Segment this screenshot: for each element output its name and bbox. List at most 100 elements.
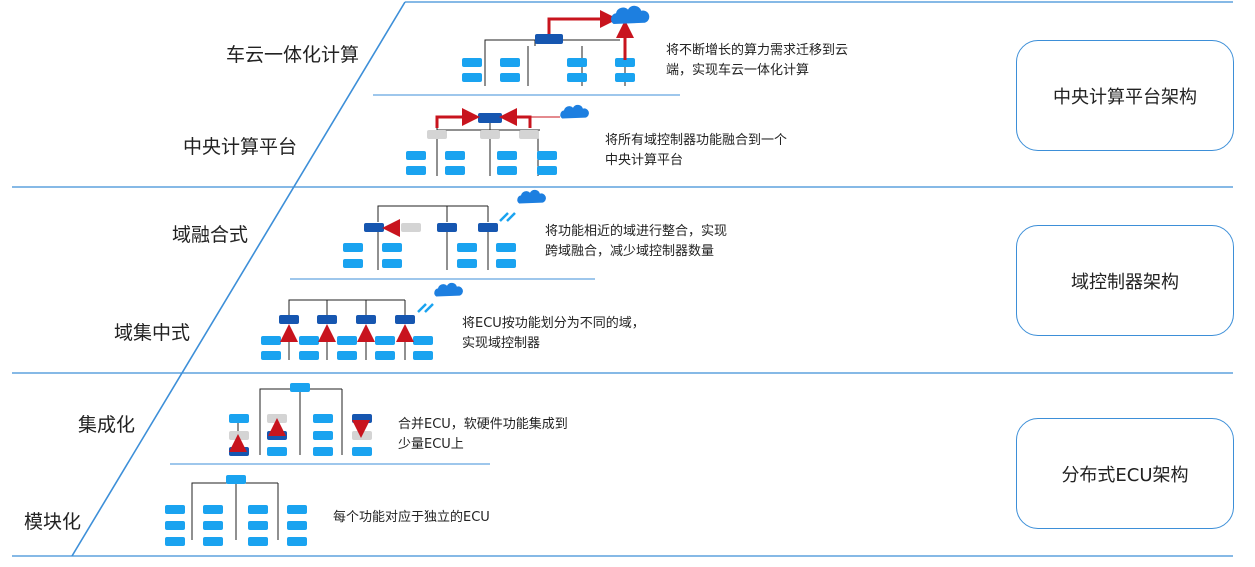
cloud-icon [517,189,546,204]
ecu-node [287,505,307,514]
ecu-node [248,505,268,514]
ecu-node [290,383,310,392]
bus-line [288,299,405,315]
description-line: 每个功能对应于独立的ECU [333,510,490,525]
architecture-box-distributed: 分布式ECU架构 [1016,418,1234,529]
network-diagrams [165,5,650,546]
stage-description-central-computing: 将所有域控制器功能融合到一个 中央计算平台 [605,131,787,171]
merged-node [267,414,287,423]
description-line: 将ECU按功能划分为不同的域， [462,316,645,331]
bus-line [377,205,488,222]
ecu-node [445,151,465,160]
ecu-node [352,447,372,456]
description-line: 少量ECU上 [398,437,464,452]
stage-label-integrated: 集成化 [78,414,136,436]
controller-node [535,34,563,44]
bus-line [436,123,540,131]
arrow-icon [499,108,532,128]
merged-node [229,431,249,440]
ecu-node [462,58,482,67]
ecu-node [313,431,333,440]
ecu-node [299,336,319,345]
description-line: 端，实现车云一体化计算 [666,63,810,78]
stage-description-vehicle-cloud: 将不断增长的算力需求迁移到云 端，实现车云一体化计算 [666,41,848,81]
arrow-icon [547,10,618,34]
ecu-node [413,336,433,345]
ecu-node [537,166,557,175]
description-line: 中央计算平台 [605,153,684,168]
stage-label-modular: 模块化 [24,511,82,533]
controller-node [229,447,249,456]
stage-description-domain-centralized: 将ECU按功能划分为不同的域， 实现域控制器 [462,314,645,354]
ecu-node [287,521,307,530]
arrow-icon [435,108,480,128]
ecu-node [343,243,363,252]
merged-node [352,431,372,440]
stage-label-vehicle-cloud: 车云一体化计算 [226,44,360,66]
ecu-node [203,505,223,514]
ecu-node [299,351,319,360]
merged-node [519,130,539,139]
wireless-link-icon [506,212,516,222]
cloud-icon [434,282,463,297]
wireless-link-icon [417,303,427,313]
ecu-node [313,447,333,456]
ecu-node [537,151,557,160]
architecture-box-central: 中央计算平台架构 [1016,40,1234,151]
ecu-node [615,58,635,67]
stage-label-domain-fusion: 域融合式 [172,224,249,246]
ecu-node [500,73,520,82]
ecu-node [406,151,426,160]
bus-line [259,388,342,455]
ecu-node [248,521,268,530]
stage-description-integrated: 合并ECU，软硬件功能集成到 少量ECU上 [398,415,568,455]
cloud-icon [560,104,589,119]
merged-node [480,130,500,139]
ecu-node [203,537,223,546]
ecu-node [337,336,357,345]
ecu-node [406,166,426,175]
bus-line [191,482,278,540]
ecu-node [457,259,477,268]
stage-description-modular: 每个功能对应于独立的ECU [333,508,490,528]
controller-node [356,315,376,324]
description-line: 将不断增长的算力需求迁移到云 [666,43,849,58]
ecu-node [267,447,287,456]
ecu-node [375,336,395,345]
merged-node [401,223,421,232]
controller-node [395,315,415,324]
controller-node [364,223,384,232]
ecu-node [375,351,395,360]
stage-description-domain-fusion: 将功能相近的域进行整合，实现 跨域融合，减少域控制器数量 [545,222,727,262]
merged-node [427,130,447,139]
controller-node [352,414,372,423]
description-line: 将所有域控制器功能融合到一个 [605,133,788,148]
section-dividers [12,1,1233,557]
controller-node [279,315,299,324]
diagonal-line [71,1,406,557]
ecu-node [382,259,402,268]
description-line: 将功能相近的域进行整合，实现 [545,224,728,239]
ecu-node [462,73,482,82]
ecu-node [248,537,268,546]
ecu-node [445,166,465,175]
ecu-node [567,73,587,82]
wireless-link-icon [499,212,509,222]
ecu-node [165,505,185,514]
description-line: 跨域融合，减少域控制器数量 [545,244,715,259]
ecu-node [313,414,333,423]
sub-dividers [170,94,680,465]
ecu-node [567,58,587,67]
ecu-node [203,521,223,530]
ecu-node [382,243,402,252]
ecu-node [496,243,516,252]
ecu-node [500,58,520,67]
cloud-icon [611,5,650,24]
controller-node [478,223,498,232]
ecu-node [343,259,363,268]
ecu-node [337,351,357,360]
ecu-node [497,151,517,160]
ecu-node [261,351,281,360]
ecu-node [413,351,433,360]
